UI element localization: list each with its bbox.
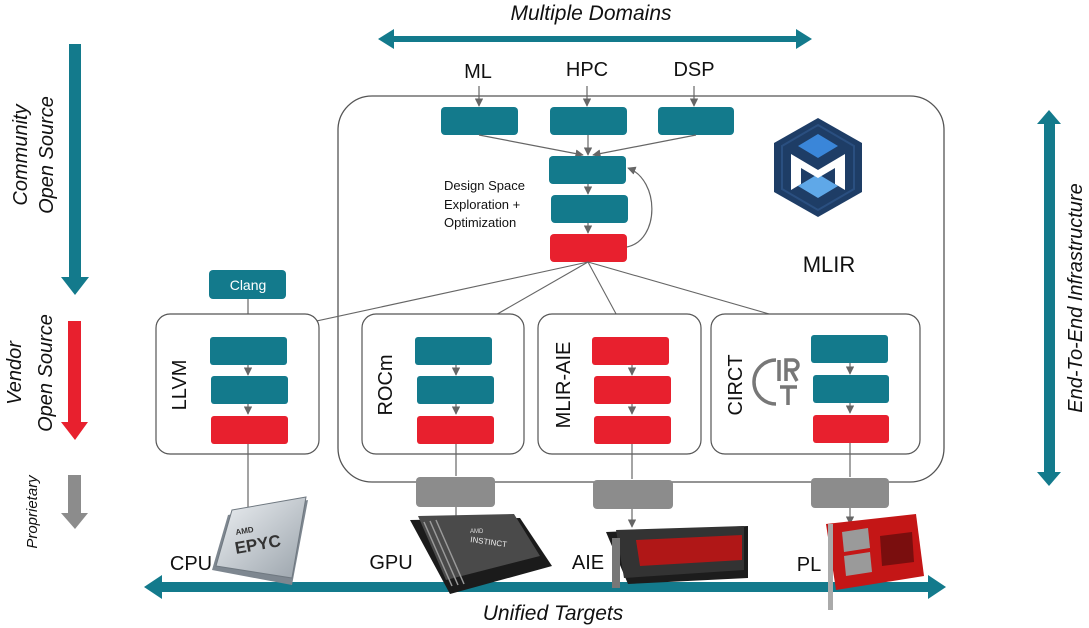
multiple-domains-title: Multiple Domains	[510, 2, 672, 25]
central-dialect-block-2	[551, 195, 628, 223]
pl-fpga-card-image	[826, 514, 924, 610]
dse-line-3: Optimization	[444, 215, 516, 230]
rocm-block-2	[417, 376, 494, 404]
gpu-instinct-card-image: AMD INSTINCT	[410, 514, 552, 594]
vendor-arrow	[61, 321, 88, 440]
vendor-label: Vendor	[4, 340, 26, 405]
clang-label: Clang	[230, 277, 267, 293]
unified-targets-title: Unified Targets	[483, 602, 624, 625]
dsp-dialect-block	[658, 107, 734, 135]
circt-block-2	[813, 375, 889, 403]
unified-targets-double-arrow	[144, 575, 946, 599]
instinct-brand-text: AMD	[470, 529, 484, 535]
aie-block-3	[594, 416, 671, 444]
proprietary-label: Proprietary	[24, 474, 41, 549]
llvm-block-3	[211, 416, 288, 444]
community-open-source-label: Open Source	[36, 96, 58, 214]
pl-proprietary-block	[811, 478, 889, 508]
llvm-block-2	[211, 376, 288, 404]
dse-line-1: Design Space	[444, 178, 525, 193]
optimization-loop-arrow	[626, 166, 653, 248]
ml-dialect-block	[441, 107, 518, 135]
target-aie-label: AIE	[572, 552, 604, 574]
target-cpu-label: CPU	[170, 553, 212, 575]
mlir-logo	[774, 118, 862, 217]
mlir-label: MLIR	[803, 252, 856, 277]
gpu-proprietary-block	[416, 477, 495, 507]
hpc-dialect-block	[550, 107, 627, 135]
end-to-end-double-arrow	[1037, 110, 1061, 486]
target-gpu-label: GPU	[369, 552, 412, 574]
circt-block-1	[811, 335, 888, 363]
multiple-domains-header: Multiple Domains	[378, 2, 812, 49]
circt-logo-icon	[752, 358, 800, 406]
domain-dsp-label: DSP	[673, 59, 714, 81]
llvm-block-1	[210, 337, 287, 365]
community-label: Community	[10, 103, 32, 205]
llvm-label: LLVM	[169, 360, 191, 411]
aie-versal-card-image	[606, 526, 748, 588]
mlir-aie-label: MLIR-AIE	[553, 342, 575, 429]
rocm-block-1	[415, 337, 492, 365]
cpu-epyc-chip-image: AMD EPYC	[212, 496, 308, 585]
target-pl-label: PL	[797, 554, 821, 576]
central-lowering-block	[550, 234, 627, 262]
central-dialect-block-1	[549, 156, 626, 184]
vendor-open-source-label: Open Source	[35, 314, 57, 432]
clang-block	[209, 270, 286, 299]
aie-proprietary-block	[593, 480, 673, 509]
aie-block-2	[594, 376, 671, 404]
end-to-end-infrastructure-label: End-To-End Infrastructure	[1065, 183, 1087, 412]
domain-ml-label: ML	[464, 61, 492, 83]
domain-hpc-label: HPC	[566, 59, 608, 81]
proprietary-arrow	[61, 475, 88, 529]
community-arrow	[61, 44, 89, 295]
rocm-label: ROCm	[375, 354, 397, 415]
aie-block-1	[592, 337, 669, 365]
dse-line-2: Exploration +	[444, 197, 520, 212]
rocm-block-3	[417, 416, 494, 444]
circt-label: CIRCT	[725, 354, 747, 415]
domains-double-arrow	[378, 29, 812, 49]
circt-block-3	[813, 415, 889, 443]
epyc-brand-text: AMD	[235, 525, 255, 537]
